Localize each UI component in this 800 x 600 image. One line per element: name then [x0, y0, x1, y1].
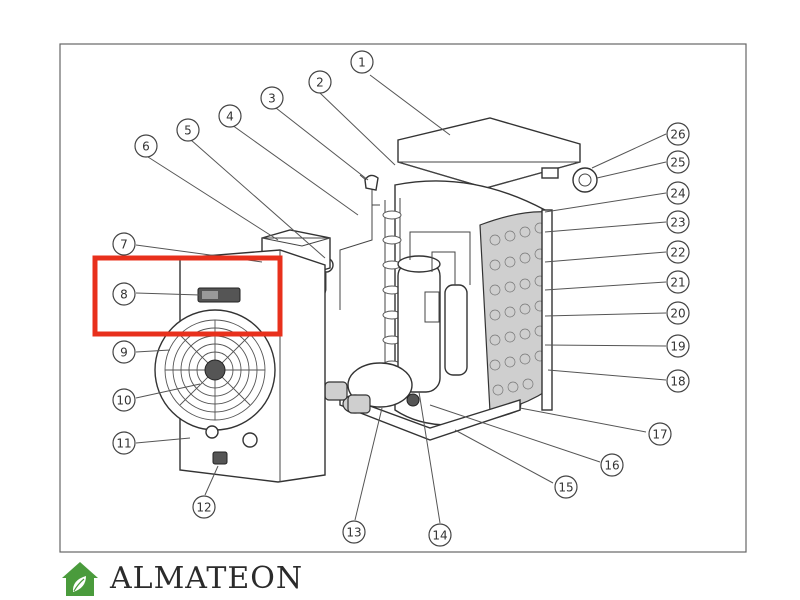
leader-lines [135, 74, 667, 524]
callout-number: 18 [670, 375, 685, 389]
water-inlet [324, 381, 348, 401]
callout-number: 16 [604, 459, 619, 473]
callout-number: 25 [670, 156, 685, 170]
callout-13: 13 [342, 520, 366, 544]
callout-number: 26 [670, 128, 685, 142]
pressure-switch [364, 174, 379, 191]
rear-pillar [541, 209, 553, 411]
callout-19: 19 [666, 334, 690, 358]
diagram-frame [59, 43, 747, 553]
fan-panel [154, 229, 331, 483]
heat-pump-body [318, 117, 598, 441]
callout-number: 8 [120, 288, 128, 302]
callout-1: 1 [350, 50, 374, 74]
callout-number: 20 [670, 307, 685, 321]
callout-15: 15 [554, 475, 578, 499]
house-leaf-icon [62, 562, 98, 596]
pressure-gauge [572, 167, 598, 193]
callout-16: 16 [600, 453, 624, 477]
callout-21: 21 [666, 270, 690, 294]
cable-gland-hole [205, 425, 219, 439]
callout-number: 3 [268, 92, 276, 106]
callout-number: 12 [196, 501, 211, 515]
callout-number: 24 [670, 187, 685, 201]
callout-12: 12 [192, 495, 216, 519]
callout-2: 2 [308, 70, 332, 94]
callout-number: 2 [316, 76, 324, 90]
callout-number: 14 [432, 529, 447, 543]
callout-11: 11 [112, 431, 136, 455]
highlight-box [92, 255, 283, 337]
callout-18: 18 [666, 369, 690, 393]
callout-10: 10 [112, 388, 136, 412]
callout-3: 3 [260, 86, 284, 110]
callout-number: 9 [120, 346, 128, 360]
brand: ALMATEON [58, 558, 303, 598]
callout-number: 22 [670, 246, 685, 260]
water-outlet [347, 394, 371, 414]
callout-23: 23 [666, 210, 690, 234]
wire-terminal [541, 167, 559, 179]
evaporator-pattern [489, 222, 546, 396]
callout-22: 22 [666, 240, 690, 264]
callout-number: 1 [358, 56, 366, 70]
callout-number: 6 [142, 140, 150, 154]
callout-25: 25 [666, 150, 690, 174]
callout-8: 8 [112, 282, 136, 306]
callout-24: 24 [666, 181, 690, 205]
callout-number: 23 [670, 216, 685, 230]
callout-number: 13 [346, 526, 361, 540]
callout-number: 10 [116, 394, 131, 408]
callout-9: 9 [112, 340, 136, 364]
callout-6: 6 [134, 134, 158, 158]
callout-number: 7 [120, 238, 128, 252]
fan-motor [204, 359, 226, 381]
callout-number: 15 [558, 481, 573, 495]
callout-20: 20 [666, 301, 690, 325]
callout-number: 19 [670, 340, 685, 354]
accumulator [444, 284, 468, 376]
callout-number: 21 [670, 276, 685, 290]
drain-connector [212, 451, 228, 465]
callout-number: 5 [184, 124, 192, 138]
callout-26: 26 [666, 122, 690, 146]
callout-14: 14 [428, 523, 452, 547]
callout-number: 4 [226, 110, 234, 124]
callout-number: 17 [652, 428, 667, 442]
brand-name: ALMATEON [110, 560, 304, 596]
callout-5: 5 [176, 118, 200, 142]
callout-17: 17 [648, 422, 672, 446]
callout-number: 11 [116, 437, 131, 451]
callout-4: 4 [218, 104, 242, 128]
callout-7: 7 [112, 232, 136, 256]
